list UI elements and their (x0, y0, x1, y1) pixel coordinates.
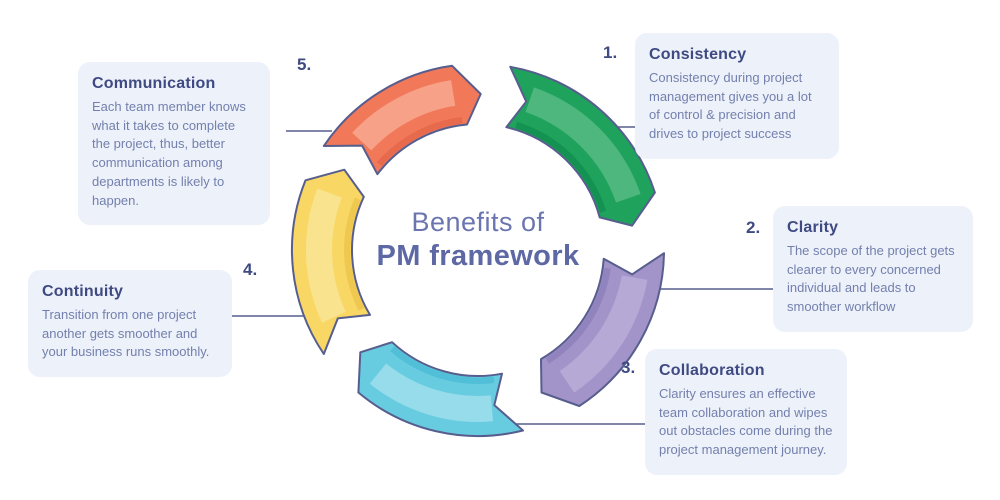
benefit-heading-continuity: Continuity (42, 283, 124, 300)
benefit-card-clarity: Clarity The scope of the project gets cl… (773, 206, 973, 332)
diagram-title-line2: PM framework (376, 240, 580, 272)
benefit-heading-communication: Communication (92, 75, 216, 92)
communication-arrow (322, 64, 482, 176)
benefit-number-3: 3. (621, 358, 636, 377)
benefit-number-2: 2. (746, 218, 761, 237)
benefit-number-1: 1. (603, 43, 618, 62)
benefit-heading-consistency: Consistency (649, 46, 747, 63)
benefit-description-continuity: Transition from one project another gets… (42, 307, 210, 360)
diagram-title-line1: Benefits of (411, 207, 545, 237)
benefit-number-5: 5. (297, 55, 312, 74)
continuity-arrow (290, 168, 371, 355)
benefit-card-consistency: Consistency Consistency during project m… (635, 33, 839, 159)
benefit-card-continuity: Continuity Transition from one project a… (28, 270, 232, 378)
benefit-description-collaboration: Clarity ensures an effective team collab… (659, 386, 833, 458)
benefit-number-4: 4. (243, 260, 258, 279)
benefit-card-collaboration: Collaboration Clarity ensures an effecti… (645, 349, 847, 475)
benefit-heading-collaboration: Collaboration (659, 362, 765, 379)
consistency-arrow (505, 65, 656, 227)
benefit-heading-clarity: Clarity (787, 219, 839, 236)
diagram-title: Benefits of PM framework (318, 206, 638, 274)
benefit-description-clarity: The scope of the project gets clearer to… (787, 243, 955, 315)
benefit-description-consistency: Consistency during project management gi… (649, 70, 812, 142)
benefit-card-communication: Communication Each team member knows wha… (78, 62, 270, 226)
clarity-arrow (540, 252, 665, 407)
collaboration-arrow (357, 341, 524, 438)
benefit-description-communication: Each team member knows what it takes to … (92, 99, 246, 208)
